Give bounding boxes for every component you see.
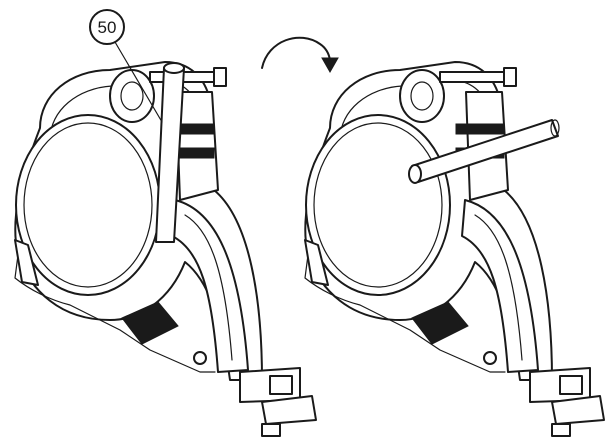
left-flywheel-disc (15, 114, 161, 296)
right-base-square (559, 375, 583, 395)
right-clamp-upper (455, 123, 505, 135)
left-clamp-upper (177, 123, 215, 135)
left-base-square (269, 375, 293, 395)
left-assembly-before-rotation (14, 61, 317, 437)
right-assembly-after-rotation (304, 61, 605, 437)
left-lower-skirt (14, 254, 216, 373)
callout-leader-line (114, 41, 163, 123)
left-axle-cap (213, 67, 227, 87)
right-top-knob-hole (410, 81, 434, 111)
left-top-knob-hole (120, 81, 144, 111)
right-top-knob-housing (399, 69, 445, 123)
left-flywheel-disc-inner (23, 122, 153, 288)
right-rear-leg-inner (474, 214, 523, 361)
callout-number: 50 (98, 18, 117, 37)
left-side-bolt (193, 351, 207, 365)
right-flywheel-disc-inner (313, 122, 443, 288)
right-handle-far-cap (550, 119, 560, 137)
right-foot-cap (304, 239, 329, 286)
left-rear-leg-inner (184, 214, 233, 361)
right-handle-end-cap (408, 164, 422, 184)
right-lower-skirt (304, 254, 506, 373)
left-dark-panel (121, 301, 179, 345)
right-dark-panel (411, 301, 469, 345)
left-base-rail (261, 395, 317, 425)
left-handle-top-cap (163, 62, 185, 74)
rotate-clockwise-arrow-icon (261, 36, 339, 74)
right-foot-pad (551, 423, 571, 437)
callout-circle (89, 9, 125, 45)
right-flywheel-disc (305, 114, 451, 296)
right-base-rail (551, 395, 605, 425)
part-callout: 50 (89, 9, 163, 123)
right-axle-cap (503, 67, 517, 87)
left-foot-pad (261, 423, 281, 437)
left-clamp-lower (177, 147, 215, 159)
right-side-bolt (483, 351, 497, 365)
left-foot-cap (14, 239, 39, 286)
